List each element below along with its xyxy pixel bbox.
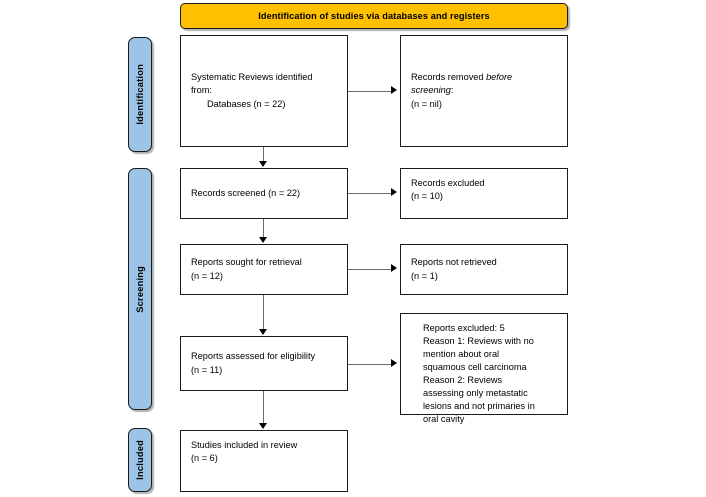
- reasons-line5: Reason 2: Reviews: [423, 375, 503, 386]
- arrowhead-sought-to-eligibility: [259, 329, 267, 335]
- studies-included-line1: Studies included in review: [191, 440, 298, 450]
- reports-sought-line1: Reports sought for retrieval: [191, 257, 302, 268]
- connector-eligibility-to-reasons: [348, 364, 392, 366]
- stage-label-identification-text: Identification: [135, 64, 145, 125]
- arrowhead-eligibility-to-included: [259, 423, 267, 429]
- connector-sought-to-eligibility: [263, 295, 265, 329]
- connector-screened-to-sought: [263, 219, 265, 237]
- connector-sought-to-not-retrieved: [348, 269, 392, 271]
- arrowhead-identified-to-screened: [259, 161, 267, 167]
- box-records-excluded: Records excluded (n = 10): [400, 168, 568, 219]
- reasons-line2: Reason 1: Reviews with no: [423, 336, 534, 347]
- reports-not-retrieved-line1: Reports not retrieved: [411, 257, 497, 268]
- records-excluded-line1: Records excluded: [411, 178, 485, 188]
- reasons-line8: oral cavity: [423, 414, 465, 425]
- connector-identified-to-removed: [348, 91, 392, 93]
- stage-label-screening-text: Screening: [135, 265, 145, 313]
- diagram-header-banner: Identification of studies via databases …: [180, 3, 568, 29]
- records-removed-line3: (n = nil): [411, 98, 442, 109]
- records-removed-line2: screening:: [411, 85, 454, 96]
- reports-assessed-line1: Reports assessed for eligibility: [191, 351, 316, 362]
- records-excluded-line2: (n = 10): [411, 191, 443, 202]
- box-records-removed: Records removed before screening: (n = n…: [400, 35, 568, 147]
- arrowhead-screened-to-sought: [259, 237, 267, 243]
- records-identified-line3: Databases (n = 22): [207, 98, 286, 109]
- stage-label-included: Included: [128, 428, 152, 492]
- connector-identified-to-screened: [263, 147, 265, 162]
- diagram-title: Identification of studies via databases …: [258, 10, 490, 21]
- box-records-screened: Records screened (n = 22): [180, 168, 348, 219]
- box-reports-assessed-eligibility: Reports assessed for eligibility (n = 11…: [180, 336, 348, 391]
- studies-included-line2: (n = 6): [191, 453, 218, 464]
- records-identified-line2: from:: [191, 85, 212, 96]
- records-removed-line1: Records removed before: [411, 72, 513, 83]
- reasons-line7: lesions and not primaries in: [423, 401, 535, 412]
- box-reports-excluded-reasons: Reports excluded: 5 Reason 1: Reviews wi…: [400, 313, 568, 424]
- records-screened-line1: Records screened (n = 22): [191, 187, 301, 198]
- stage-label-identification: Identification: [128, 37, 152, 152]
- box-studies-included: Studies included in review (n = 6): [180, 430, 348, 492]
- box-reports-sought: Reports sought for retrieval (n = 12): [180, 244, 348, 295]
- connector-screened-to-excluded: [348, 193, 392, 195]
- arrowhead-eligibility-to-reasons: [391, 359, 397, 367]
- reports-not-retrieved-line2: (n = 1): [411, 270, 438, 281]
- reasons-line3: mention about oral: [423, 349, 500, 360]
- connector-eligibility-to-included: [263, 391, 265, 423]
- reports-assessed-line2: (n = 11): [191, 364, 223, 375]
- arrowhead-identified-to-removed: [391, 86, 397, 94]
- reasons-line4: squamous cell carcinoma: [423, 362, 527, 373]
- records-identified-line1: Systematic Reviews identified: [191, 72, 313, 83]
- reports-sought-line2: (n = 12): [191, 270, 223, 281]
- box-records-identified: Systematic Reviews identified from: Data…: [180, 35, 348, 147]
- reasons-line6: assessing only metastatic: [423, 388, 528, 399]
- arrowhead-sought-to-not-retrieved: [391, 264, 397, 272]
- arrowhead-screened-to-excluded: [391, 188, 397, 196]
- box-reports-not-retrieved: Reports not retrieved (n = 1): [400, 244, 568, 295]
- stage-label-screening: Screening: [128, 168, 152, 410]
- stage-label-included-text: Included: [135, 440, 145, 480]
- reasons-line1: Reports excluded: 5: [423, 323, 505, 333]
